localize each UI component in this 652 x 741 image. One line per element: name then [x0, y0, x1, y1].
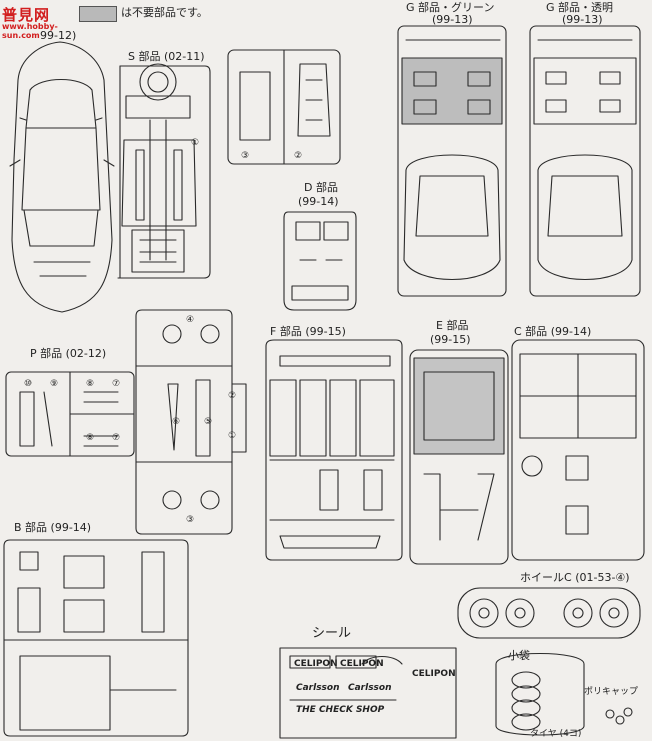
logo-text: 普見网: [2, 6, 51, 24]
part-number: ③: [241, 151, 250, 161]
frame-f-title: F 部品 (99-15): [270, 325, 346, 338]
sticker-brand-2b: Carlsson: [348, 683, 392, 693]
part-number: ⑩: [24, 379, 33, 389]
frame-s: [117, 63, 211, 279]
body-shell-drawing: [9, 41, 115, 313]
sticker-brand-1c: CELIPON: [412, 669, 456, 679]
frame-c-title: C 部品 (99-14): [514, 325, 592, 338]
bag-title: 小袋: [508, 649, 530, 662]
frame-wheel-title: ホイールC (01-53-④): [520, 571, 630, 584]
frame-d: [283, 211, 357, 311]
unused-part-swatch: [79, 6, 117, 22]
part-number: ⑤: [204, 417, 213, 427]
frame-e-title: E 部品: [436, 319, 469, 332]
frame-p-title: P 部品 (02-12): [30, 347, 107, 360]
seal-title: シール: [312, 626, 352, 641]
sticker-shop-name: THE CHECK SHOP: [296, 705, 385, 715]
part-number: ⑨: [50, 379, 59, 389]
frame-f: [265, 339, 403, 561]
part-number: ⑧: [86, 379, 95, 389]
wheel-frame: [457, 587, 641, 639]
frame-c: [511, 339, 645, 561]
frame-g-clear: [529, 25, 641, 297]
part-number: ②: [294, 151, 303, 161]
part-number: ⑧: [86, 433, 95, 443]
frame-g-clear-code: (99-13): [562, 13, 603, 26]
sticker-brand-2: Carlsson: [296, 683, 340, 693]
frame-e: [409, 349, 509, 565]
parts-bag: [495, 653, 633, 736]
sticker-brand-1: CELIPON: [294, 659, 338, 669]
part-number: ④: [186, 315, 195, 325]
part-number: ⑦: [112, 379, 121, 389]
frame-g-green: [397, 25, 507, 297]
frame-g-green-code: (99-13): [432, 13, 473, 26]
legend-label-partial: 99-12): [40, 29, 77, 42]
frame-p: [5, 371, 247, 457]
frame-e-code: (99-15): [430, 333, 471, 346]
watermark-logo: 普見网 www.hobby-sun.com: [2, 4, 80, 40]
part-number: ⑦: [112, 433, 121, 443]
legend-text: は不要部品です。: [121, 6, 208, 19]
polycap-label: ポリキャップ: [584, 687, 639, 697]
frame-b-title: B 部品 (99-14): [14, 521, 92, 534]
frame-center: [135, 309, 233, 535]
logo-url: www.hobby-sun.com: [2, 22, 58, 40]
sticker-sheet: [279, 647, 457, 739]
part-number: ①: [191, 138, 200, 148]
frame-d-code: (99-14): [298, 195, 339, 208]
frame-s-title: S 部品 (02-11): [128, 50, 205, 63]
frame-d-title: D 部品: [304, 181, 338, 194]
frame-g-clear-title: G 部品・透明: [546, 1, 614, 14]
part-number: ③: [186, 515, 195, 525]
frame-b: [3, 539, 189, 737]
frame-parts-2-3: [227, 49, 341, 165]
frame-g-green-title: G 部品・グリーン: [406, 1, 495, 14]
